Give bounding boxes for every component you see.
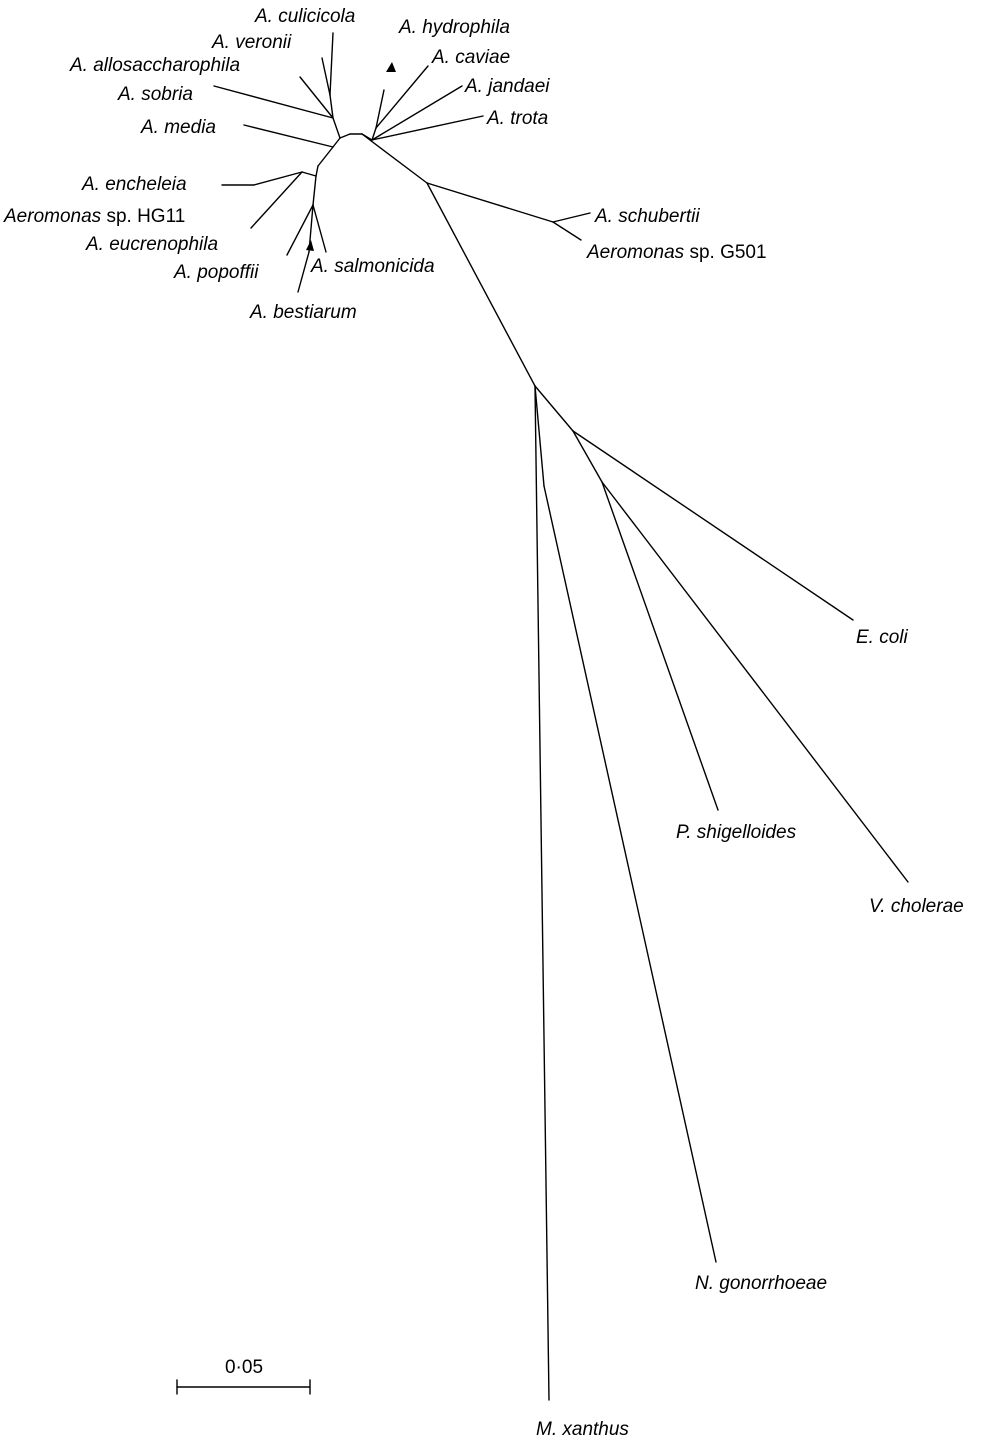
branch-cholerae (601, 481, 909, 883)
branch (315, 165, 319, 177)
branch-salmonicida (312, 204, 327, 253)
branch-upper-left (332, 117, 341, 139)
leaf-label-part: M. xanthus (536, 1419, 629, 1440)
leaf-label-part: A. allosaccharophila (69, 55, 240, 76)
branch (534, 385, 545, 487)
branch-media (243, 124, 334, 148)
branch-culicicola (329, 32, 334, 96)
leaf-label-schubertii: A. schubertii (594, 206, 700, 227)
ring-seg (317, 146, 334, 167)
leaf-label-jandaei: A. jandaei (464, 76, 550, 97)
leaf-label-part: A. caviae (431, 47, 510, 68)
leaf-label-xanthus: M. xanthus (536, 1419, 629, 1440)
leaf-label-part: P. shigelloides (676, 822, 797, 843)
leaf-label-part: A. popoffii (173, 262, 259, 283)
branch-sobria (213, 85, 334, 119)
leaf-label-gonorrhoeae: N. gonorrhoeae (695, 1273, 827, 1294)
branch-veronii (321, 57, 331, 96)
leaf-label-part: A. media (140, 117, 216, 138)
leaf-label-part: V. cholerae (869, 896, 964, 917)
leaf-label-eucrenophila: A. eucrenophila (85, 234, 218, 255)
branch-jandaei (371, 85, 463, 141)
ring-seg (332, 137, 341, 148)
leaf-label-g501: Aeromonas sp. G501 (586, 242, 767, 263)
branch-schubertii (552, 212, 591, 223)
branch-backbone (361, 133, 428, 184)
leaf-label-hg11: Aeromonas sp. HG11 (3, 206, 185, 227)
leaf-label-part: A. sobria (117, 84, 193, 105)
scale-bar: 0·05 (176, 1357, 311, 1395)
leaf-label-sobria: A. sobria (117, 84, 193, 105)
branch-upper-right (371, 127, 377, 141)
branch (572, 430, 603, 483)
leaf-label-hydrophila: A. hydrophila (398, 17, 510, 38)
leaf-label-ecoli: E. coli (856, 627, 909, 648)
branch-eucrenophila (286, 204, 314, 256)
branch (301, 171, 317, 177)
leaf-label-popoffii: A. popoffii (173, 262, 259, 283)
leaf-label-caviae: A. caviae (431, 47, 510, 68)
branch-ecoli (572, 430, 854, 621)
leaf-label-part: A. salmonicida (310, 256, 435, 277)
branch-xanthus (534, 385, 550, 1401)
leaf-label-bestiarum: A. bestiarum (249, 302, 357, 323)
leaf-label-part: N. gonorrhoeae (695, 1273, 827, 1294)
branch (329, 94, 334, 119)
leaf-label-part: A. jandaei (464, 76, 550, 97)
leaf-label-part: A. eucrenophila (85, 234, 218, 255)
leaf-label-trota: A. trota (486, 108, 548, 129)
branch-hg11 (250, 171, 303, 229)
leaf-label-part: A. trota (486, 108, 548, 129)
leaf-label-culicicola: A. culicicola (254, 6, 355, 27)
branch (253, 171, 303, 186)
leaf-label-part: A. bestiarum (249, 302, 357, 323)
leaf-label-media: A. media (140, 117, 216, 138)
branch-schubertii-clade (426, 182, 554, 223)
leaf-label-part: A. hydrophila (398, 17, 510, 38)
scale-bar-label: 0·05 (225, 1357, 263, 1378)
branch-backbone (426, 182, 536, 387)
bestiarum-arrowhead-icon (306, 240, 314, 251)
leaf-label-part: E. coli (856, 627, 909, 648)
leaf-label-veronii: A. veronii (211, 32, 292, 53)
leaf-label-part: Aeromonas (3, 206, 102, 227)
leaf-label-part: A. encheleia (81, 174, 187, 195)
hydrophila-arrowhead-icon (386, 62, 396, 72)
leaf-label-part: Aeromonas (586, 242, 685, 263)
branch-trota (371, 115, 484, 141)
leaf-label-encheleia: A. encheleia (81, 174, 187, 195)
branch (312, 175, 317, 206)
branch-caviae (375, 65, 429, 129)
leaf-label-part: A. culicicola (254, 6, 355, 27)
branch-g501 (552, 221, 582, 241)
leaf-label-part: sp. G501 (684, 242, 766, 263)
leaf-label-part: A. schubertii (594, 206, 700, 227)
leaf-label-salmonicida: A. salmonicida (310, 256, 435, 277)
leaf-label-part: A. veronii (211, 32, 292, 53)
branch (534, 385, 574, 432)
branch-gonorrhoeae (543, 485, 717, 1263)
branch-shigelloides (601, 481, 719, 811)
leaf-label-allosacch: A. allosaccharophila (69, 55, 240, 76)
leaf-label-cholerae: V. cholerae (869, 896, 964, 917)
ring-seg (339, 133, 351, 139)
leaf-label-part: sp. HG11 (101, 206, 185, 227)
tree-branches (213, 32, 909, 1401)
branch-bestiarum (297, 251, 310, 293)
leaf-label-shigelloides: P. shigelloides (676, 822, 797, 843)
branch-allosaccharophila (299, 76, 334, 119)
branch-hydrophila (375, 89, 385, 129)
